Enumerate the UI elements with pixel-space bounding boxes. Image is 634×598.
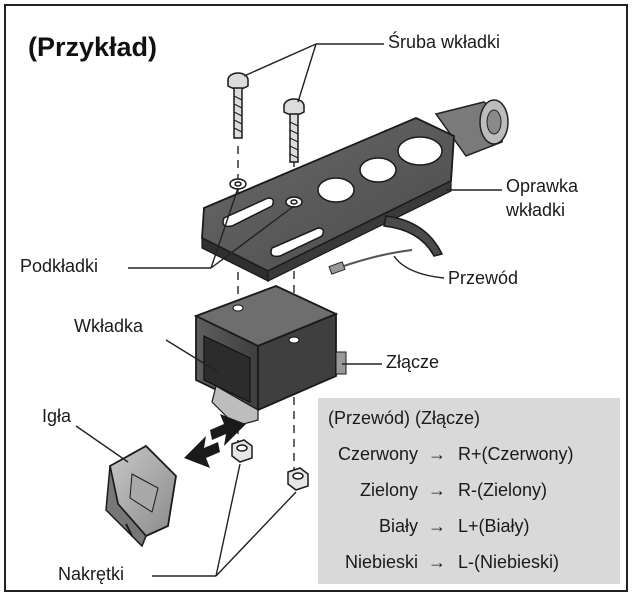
- label-nuts: Nakrętki: [58, 564, 125, 584]
- washers: [229, 178, 303, 208]
- label-headshell-line2: wkładki: [506, 200, 566, 220]
- legend-terminal: L+(Biały): [458, 516, 530, 536]
- leader-nuts-2: [215, 463, 241, 577]
- screw-left: [227, 72, 249, 139]
- screw-right: [283, 98, 305, 163]
- legend-header: (Przewód) (Złącze): [328, 408, 481, 428]
- label-stylus: Igła: [42, 406, 72, 426]
- label-headshell-line1: Oprawka: [506, 176, 579, 196]
- legend-row: Zielony → R-(Zielony): [318, 480, 620, 504]
- leader-nuts-3: [215, 491, 297, 577]
- legend-arrow: →: [428, 516, 446, 536]
- wiring-legend: (Przewód) (Złącze) Czerwony → R+(Czerwon…: [318, 398, 620, 584]
- leader-washers-2: [210, 187, 239, 269]
- diagram-title: (Przykład): [28, 32, 158, 62]
- legend-row: Biały → L+(Biały): [318, 516, 620, 540]
- cartridge-assembly-illustration: [75, 43, 509, 577]
- label-washers: Podkładki: [20, 256, 99, 276]
- diagram-frame: (Przykład) Śruba wkładki Oprawka wkładki…: [4, 4, 628, 592]
- legend-terminal: L-(Niebieski): [458, 552, 560, 572]
- nuts: [231, 439, 309, 491]
- leader-lead-wire: [393, 255, 445, 279]
- nut-right: [287, 467, 309, 491]
- label-cartridge: Wkładka: [74, 316, 144, 336]
- nut-left: [231, 439, 253, 463]
- leader-screw-3: [297, 43, 317, 103]
- cartridge-screws: [227, 72, 305, 163]
- legend-arrow: →: [428, 480, 446, 500]
- legend-wire: Czerwony: [337, 444, 418, 464]
- label-connector: Złącze: [386, 352, 440, 372]
- headshell: [201, 99, 509, 282]
- leader-stylus: [75, 425, 129, 463]
- legend-wire: Zielony: [359, 480, 418, 500]
- legend-row: Czerwony → R+(Czerwony): [318, 444, 620, 468]
- label-cartridge-screw: Śruba wkładki: [388, 32, 501, 52]
- legend-wire: Niebieski: [344, 552, 418, 572]
- legend-row: Niebieski → L-(Niebieski): [318, 552, 620, 576]
- legend-terminal: R-(Zielony): [458, 480, 548, 500]
- leader-lines: [75, 43, 502, 577]
- legend-arrow: →: [428, 444, 446, 464]
- cartridge-body: [193, 285, 347, 427]
- leader-washers-3: [210, 205, 295, 269]
- leader-screw-2: [243, 43, 317, 77]
- stylus: [105, 444, 177, 548]
- leader-cartridge: [165, 339, 219, 373]
- insert-direction-arrow: [184, 414, 246, 468]
- label-lead-wire: Przewód: [448, 268, 519, 288]
- legend-terminal: R+(Czerwony): [458, 444, 574, 464]
- legend-arrow: →: [428, 552, 446, 572]
- legend-wire: Biały: [378, 516, 418, 536]
